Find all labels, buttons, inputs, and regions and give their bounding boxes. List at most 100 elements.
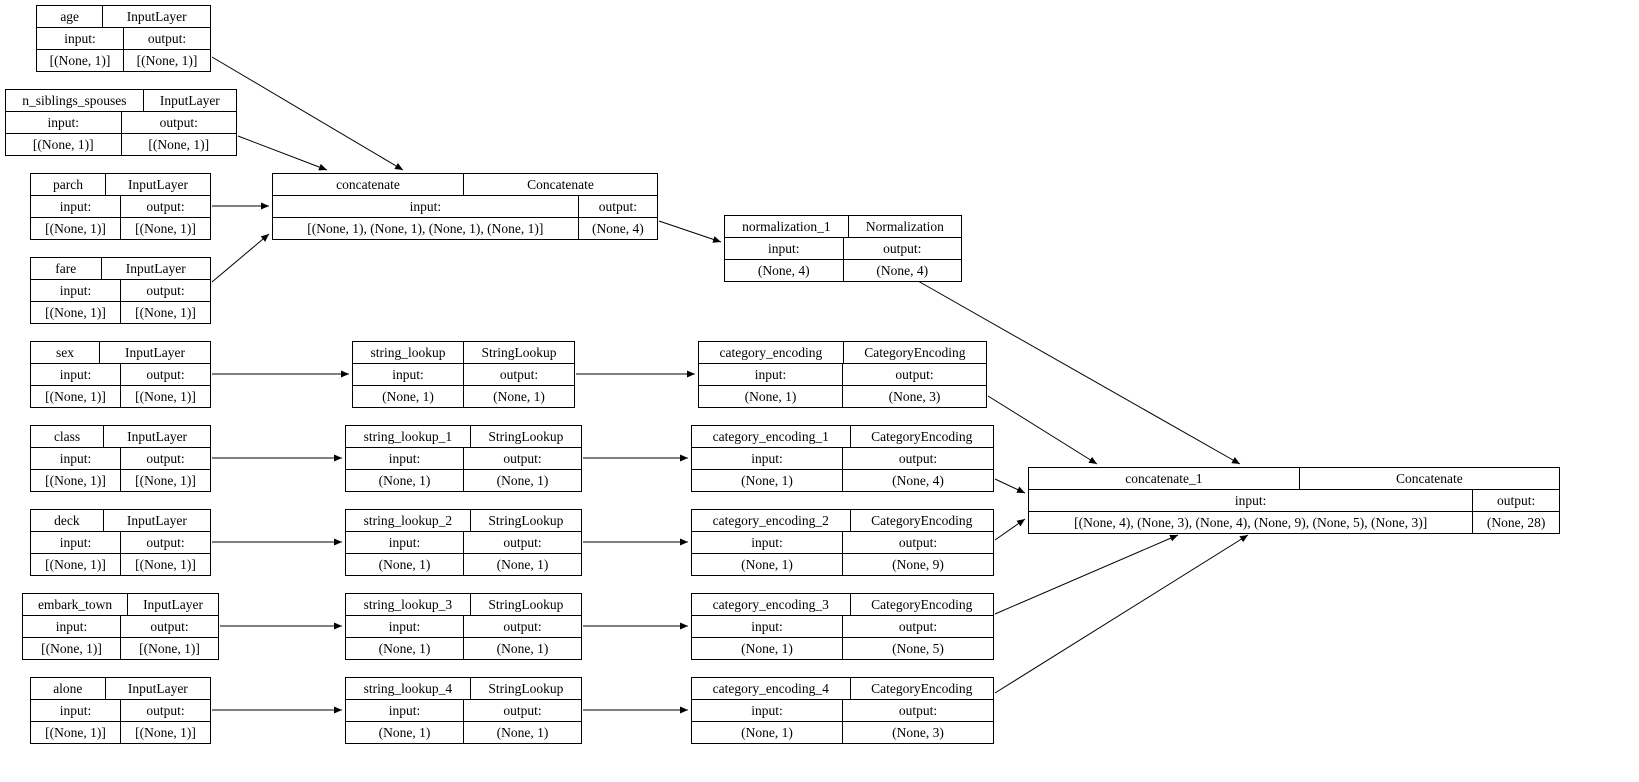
output-shape: (None, 1) <box>463 469 581 491</box>
input-label: input: <box>751 619 783 634</box>
output-shape: (None, 4) <box>577 217 657 239</box>
layer-name: concatenate <box>336 177 400 192</box>
layer-type: CategoryEncoding <box>849 426 994 447</box>
input-label: input: <box>59 367 92 382</box>
output-label: output: <box>1472 489 1559 512</box>
input-shape: (None, 1) <box>692 721 843 743</box>
layer-name: string_lookup_3 <box>363 597 453 612</box>
input-shape: [(None, 1)] <box>31 301 121 323</box>
edge-category_encoding_3-concatenate_1 <box>994 534 1179 615</box>
layer-type: Concatenate <box>463 174 657 195</box>
layer-type: InputLayer <box>103 426 210 447</box>
output-label: output: <box>123 27 210 50</box>
edge-category_encoding-concatenate_1 <box>987 395 1098 465</box>
layer-type: StringLookup <box>469 594 581 615</box>
layer-name: sex <box>56 345 74 360</box>
input-label: input: <box>754 367 787 382</box>
layer-name: category_encoding_3 <box>712 597 829 612</box>
input-shape: [(None, 1)] <box>31 217 121 239</box>
input-label: input: <box>388 535 421 550</box>
input-shape: (None, 1) <box>692 553 843 575</box>
layer-name: string_lookup_4 <box>363 681 453 696</box>
output-label: output: <box>842 615 993 638</box>
output-shape: (None, 3) <box>842 385 986 407</box>
input-shape: (None, 1) <box>692 469 843 491</box>
input-label: input: <box>1234 493 1267 508</box>
layer-name: normalization_1 <box>742 219 831 234</box>
input-shape: (None, 1) <box>346 721 464 743</box>
input-shape: [(None, 1)] <box>31 385 121 407</box>
node-category_encoding_1: category_encoding_1 CategoryEncoding inpu… <box>691 425 994 492</box>
output-shape: (None, 1) <box>463 385 574 407</box>
input-label: input: <box>751 703 783 718</box>
input-shape: (None, 4) <box>725 259 843 281</box>
input-shape: [(None, 1)] <box>31 553 121 575</box>
input-shape: [(None, 1)] <box>31 469 121 491</box>
layer-type: InputLayer <box>102 510 210 531</box>
node-category_encoding_4: category_encoding_4 CategoryEncoding inpu… <box>691 677 994 744</box>
output-label: output: <box>120 447 210 470</box>
layer-type: CategoryEncoding <box>849 678 994 699</box>
edge-category_encoding_1-concatenate_1 <box>994 478 1026 494</box>
input-shape: [(None, 4), (None, 3), (None, 4), (None,… <box>1029 511 1473 533</box>
output-label: output: <box>120 531 210 554</box>
layer-type: InputLayer <box>102 6 210 27</box>
input-shape: (None, 1) <box>346 637 464 659</box>
layer-type: StringLookup <box>469 678 581 699</box>
output-label: output: <box>463 531 581 554</box>
output-label: output: <box>463 447 581 470</box>
layer-name: category_encoding_4 <box>712 681 829 696</box>
layer-type: Normalization <box>847 216 961 237</box>
output-shape: (None, 3) <box>842 721 993 743</box>
output-label: output: <box>120 363 210 386</box>
output-shape: [(None, 1)] <box>123 49 210 71</box>
input-shape: (None, 1) <box>346 553 464 575</box>
input-shape: [(None, 1), (None, 1), (None, 1), (None,… <box>273 217 579 239</box>
layer-type: StringLookup <box>469 426 581 447</box>
layer-name: parch <box>53 177 83 192</box>
layer-type: InputLayer <box>105 174 210 195</box>
output-shape: [(None, 1)] <box>120 385 210 407</box>
output-shape: (None, 5) <box>842 637 993 659</box>
layer-name: category_encoding <box>719 345 823 360</box>
input-label: input: <box>409 199 442 214</box>
layer-type: InputLayer <box>100 258 211 279</box>
edge-age-concatenate <box>211 56 404 171</box>
input-shape: (None, 1) <box>699 385 843 407</box>
output-shape: [(None, 1)] <box>120 553 210 575</box>
layer-name: class <box>53 429 81 444</box>
output-label: output: <box>842 237 961 260</box>
output-label: output: <box>577 195 657 218</box>
output-label: output: <box>120 615 218 638</box>
layer-name: deck <box>54 513 80 528</box>
layer-type: CategoryEncoding <box>849 510 994 531</box>
output-label: output: <box>120 279 210 302</box>
output-shape: (None, 9) <box>842 553 993 575</box>
output-shape: (None, 4) <box>842 259 961 281</box>
layer-type: InputLayer <box>142 90 236 111</box>
node-sex: sex InputLayer input: output: [(None, 1)][… <box>30 341 211 408</box>
input-label: input: <box>64 31 96 46</box>
output-label: output: <box>463 363 574 386</box>
output-shape: [(None, 1)] <box>120 721 210 743</box>
output-label: output: <box>842 363 986 386</box>
input-label: input: <box>751 451 783 466</box>
layer-type: InputLayer <box>99 342 210 363</box>
input-shape: [(None, 1)] <box>23 637 121 659</box>
input-shape: [(None, 1)] <box>31 721 121 743</box>
output-label: output: <box>463 615 581 638</box>
output-label: output: <box>120 699 210 722</box>
layer-name: category_encoding_1 <box>712 429 829 444</box>
output-shape: (None, 1) <box>463 553 581 575</box>
input-label: input: <box>392 367 424 382</box>
